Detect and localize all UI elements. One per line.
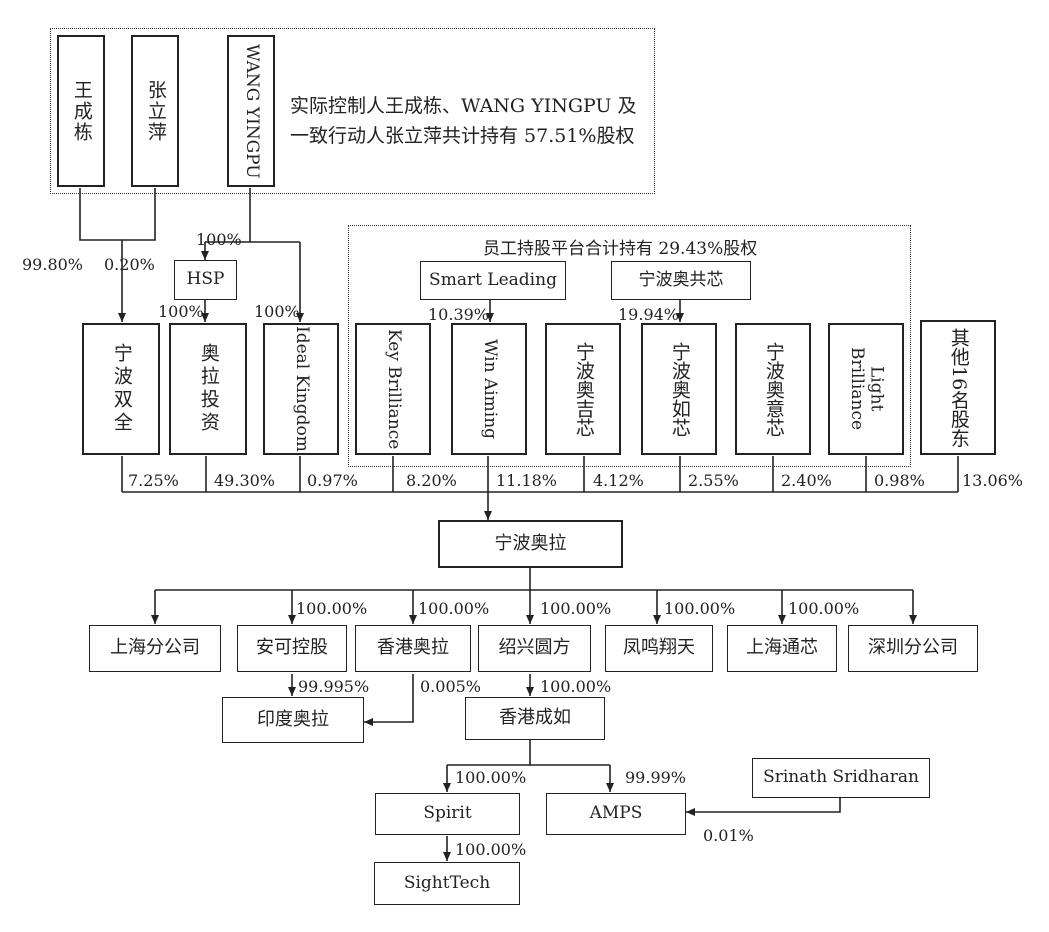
pct-aola-touzi: 49.30% [214, 471, 276, 490]
node-shaoxing-yuanfang: 绍兴圆方 [478, 625, 591, 672]
controller-note-line1: 实际控制人王成栋、WANG YINGPU 及 [290, 95, 637, 117]
controller-group [50, 28, 655, 194]
node-shanghai-branch: 上海分公司 [89, 625, 221, 672]
pct-shanghai-tongxin: 100.00% [788, 599, 860, 618]
node-spirit: Spirit [375, 793, 520, 835]
node-xianggang-aola: 香港奥拉 [355, 625, 471, 672]
pct-aojixin: 4.12% [593, 471, 644, 490]
node-sighttech: SightTech [374, 862, 520, 905]
pct-shaoxing-to-chengru: 100.00% [540, 677, 612, 696]
node-ningbo-aogongxin: 宁波奥共芯 [611, 261, 751, 300]
pct-spirit-to-sighttech: 100.00% [455, 840, 527, 859]
pct-anke-to-yindu: 99.995% [298, 677, 370, 696]
person-wang-yingpu: WANG YINGPU [227, 35, 275, 187]
pct-srinath-to-amps: 0.01% [703, 826, 754, 845]
node-amps: AMPS [546, 793, 686, 835]
pct-key-brilliance: 8.20% [406, 471, 457, 490]
pct-smart-leading-to-win: 10.39% [428, 305, 490, 324]
node-ningbo-aola: 宁波奥拉 [438, 520, 623, 568]
node-other-shareholders: 其他16名股东 [920, 320, 996, 455]
person-wang-chengdong: 王成栋 [57, 35, 105, 187]
person-zhang-liping: 张立萍 [131, 35, 179, 187]
pct-aoyixin: 2.40% [781, 471, 832, 490]
node-hsp: HSP [174, 260, 237, 300]
esop-group-title: 员工持股平台合计持有 29.43%股权 [483, 239, 758, 259]
pct-chengru-to-spirit: 100.00% [455, 768, 527, 787]
pct-aoruxin: 2.55% [688, 471, 739, 490]
node-shenzhen-branch: 深圳分公司 [848, 625, 978, 672]
pct-hsp-to-aola-touzi: 100% [158, 302, 204, 321]
pct-xianggang-aola: 100.00% [418, 599, 490, 618]
node-ningbo-aoyixin: 宁波奥意芯 [735, 323, 811, 455]
pct-chengru-to-amps: 99.99% [625, 768, 687, 787]
node-key-brilliance: Key Brilliance [355, 323, 431, 455]
pct-aogongxin-to-aoruxin: 19.94% [618, 305, 680, 324]
pct-light-brilliance: 0.98% [874, 471, 925, 490]
controller-note-line2: 一致行动人张立萍共计持有 57.51%股权 [290, 125, 635, 147]
node-srinath-sridharan: Srinath Sridharan [752, 758, 930, 798]
node-aola-touzi: 奥拉投资 [169, 323, 247, 455]
pct-xianggang-to-yindu: 0.005% [420, 677, 482, 696]
esop-platform-group [348, 225, 911, 467]
node-win-aiming: Win Aiming [451, 323, 527, 455]
node-ningbo-aoruxin: 宁波奥如芯 [641, 323, 717, 455]
pct-wangyingpu-to-hsp: 100% [196, 230, 242, 249]
pct-other-shareholders: 13.06% [962, 471, 1024, 490]
pct-shaoxing-yuanfang: 100.00% [540, 599, 612, 618]
pct-win-aiming: 11.18% [496, 471, 558, 490]
node-smart-leading: Smart Leading [420, 261, 566, 300]
node-yindu-aola: 印度奥拉 [222, 697, 364, 743]
node-ideal-kingdom: Ideal Kingdom [263, 323, 339, 455]
pct-wang-to-shuangquan: 99.80% [22, 255, 84, 274]
node-anke-konggu: 安可控股 [237, 625, 347, 672]
pct-wangyingpu-to-ideal: 100% [254, 302, 300, 321]
node-xianggang-chengru: 香港成如 [465, 697, 605, 740]
node-shanghai-tongxin: 上海通芯 [727, 625, 837, 672]
pct-anke-konggu: 100.00% [296, 599, 368, 618]
node-light-brilliance: Light Brilliance [828, 323, 904, 455]
node-ningbo-shuangquan: 宁波双全 [82, 323, 160, 455]
node-ningbo-aojixin: 宁波奥吉芯 [545, 323, 621, 455]
pct-zhang-to-shuangquan: 0.20% [104, 255, 155, 274]
node-fengming-xiangtian: 凤鸣翔天 [605, 625, 713, 672]
pct-shuangquan: 7.25% [128, 471, 179, 490]
pct-ideal-kingdom: 0.97% [307, 471, 358, 490]
pct-fengming-xiangtian: 100.00% [664, 599, 736, 618]
